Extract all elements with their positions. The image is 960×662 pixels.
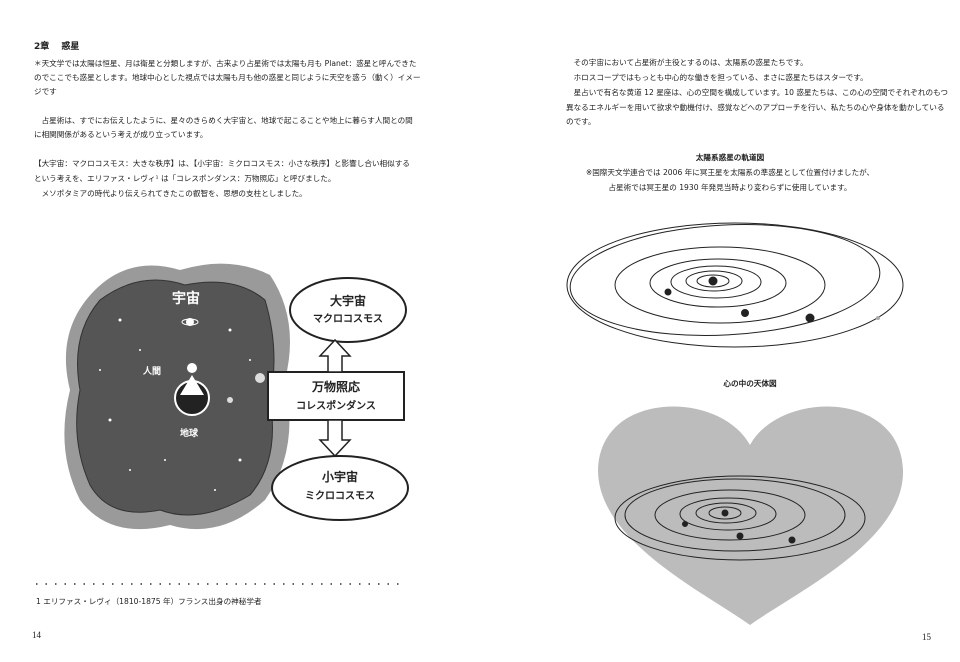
cosmos-label: 宇宙	[172, 291, 200, 307]
body-line: 占星術は、すでにお伝えしたように、星々のきらめく大宇宙と、地球で起こることや地上…	[34, 116, 413, 125]
note-line: ジです	[34, 87, 57, 96]
body-line: という考えを、エリファス・レヴィ¹ は「コレスポンダンス：万物照応」と呼びました…	[34, 174, 336, 183]
orbit-note: ※国際天文学連合では 2006 年に冥王星を太陽系の準惑星として位置付けましたが…	[585, 168, 875, 177]
solar-orbit-diagram	[566, 222, 904, 348]
chapter-title: 2章 惑星	[34, 42, 80, 52]
body-line: その宇宙において占星術が主役とするのは、太陽系の惑星たちです。	[566, 58, 808, 67]
human-label: 人間	[143, 367, 162, 377]
microcosm-subtitle: ミクロコスモス	[305, 491, 375, 502]
body-line: 異なるエネルギーを用いて欲求や動機付け、感覚などへのアプローチを行い、私たちの心…	[566, 103, 945, 112]
correspondence-diagram	[267, 277, 409, 521]
body-line: 星占いで有名な黄道 12 星座は、心の空間を構成しています。10 惑星たちは、こ…	[566, 88, 948, 97]
note-line: ＊天文学では太陽は恒星、月は衛星と分類しますが、古来より占星術では太陽も月も P…	[34, 59, 417, 68]
orbit-diagram-title: 太陽系惑星の軌道図	[695, 153, 765, 162]
note-line: のでここでも惑星とします。地球中心とした視点では太陽も月も他の惑星と同じように天…	[34, 73, 421, 82]
body-line: のです。	[566, 117, 596, 126]
cosmos-blob	[64, 263, 290, 530]
correspondence-title: 万物照応	[311, 380, 360, 394]
macrocosm-subtitle: マクロコスモス	[313, 314, 383, 325]
heart-diagram-title: 心の中の天体図	[723, 379, 777, 388]
footnote: 1 エリファス・レヴィ（1810-1875 年）フランス出身の神秘学者	[36, 597, 262, 606]
body-line: ホロスコープではもっとも中心的な働きを担っている、まさに惑星たちはスターです。	[566, 73, 868, 82]
body-line: に相関関係があるという考えが成り立っています。	[34, 130, 208, 139]
earth-label: 地球	[180, 429, 199, 439]
body-line: メソポタミアの時代より伝えられてきたこの叡智を、思想の支柱としました。	[34, 189, 307, 198]
body-line: 【大宇宙：マクロコスモス：大きな秩序】は、【小宇宙：ミクロコスモス：小さな秩序】…	[34, 159, 410, 168]
page-number-right: 15	[922, 632, 931, 642]
orbit-note: 占星術では冥王星の 1930 年発見当時より変わらずに使用しています。	[608, 183, 852, 192]
microcosm-title: 小宇宙	[321, 470, 358, 484]
correspondence-subtitle: コレスポンダンス	[296, 401, 376, 412]
page-number-left: 14	[32, 630, 41, 640]
macrocosm-title: 大宇宙	[329, 294, 366, 308]
heart-diagram	[598, 406, 904, 625]
